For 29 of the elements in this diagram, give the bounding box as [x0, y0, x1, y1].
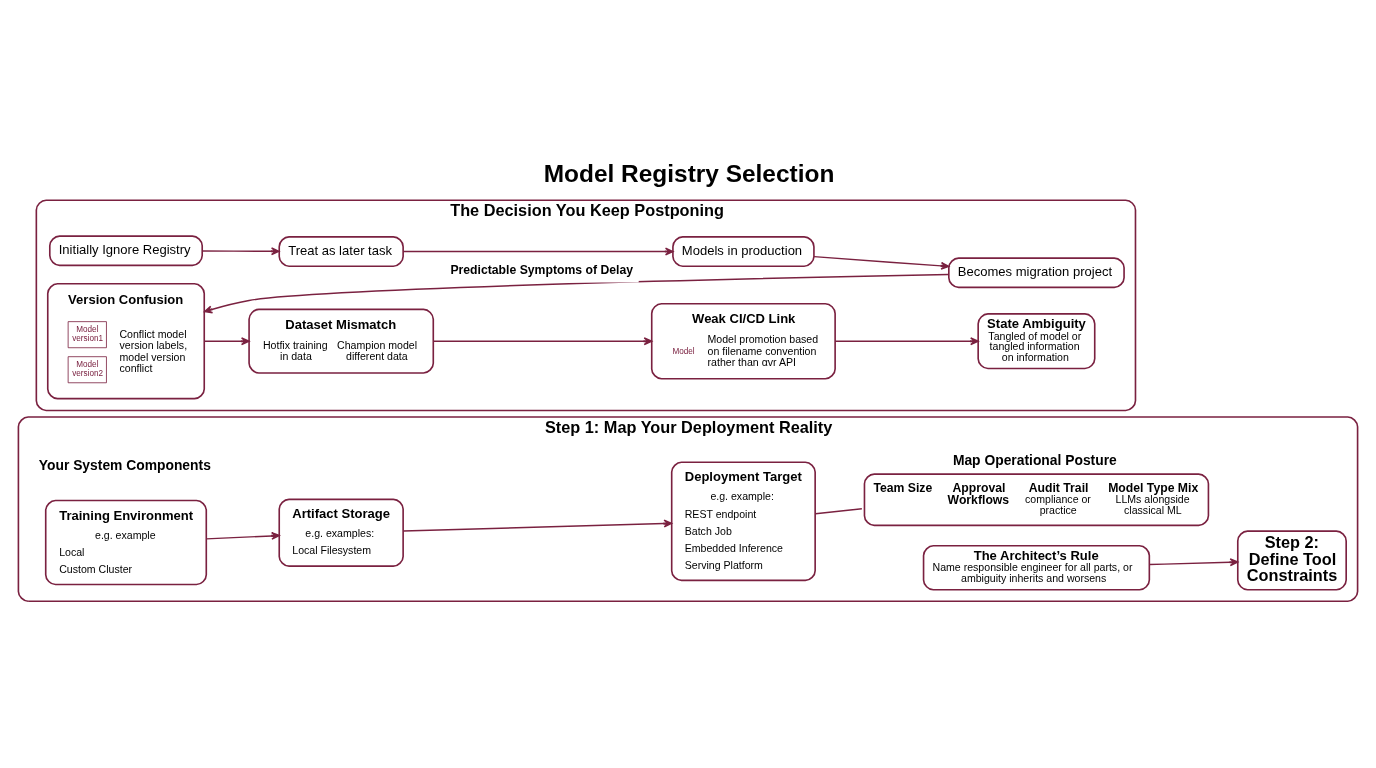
connector [814, 508, 863, 515]
edge-label: Predictable Symptoms of Delay [450, 262, 634, 277]
arrow [205, 531, 280, 540]
arrow [203, 337, 250, 346]
arrow [834, 337, 979, 346]
node-box: State Ambiguity Tangled of model or tangled information on information [977, 313, 1096, 370]
arrow [201, 247, 280, 256]
node-box: Artifact Storage e.g. examples: Local Filesystem [278, 498, 404, 567]
node-box: Treat as later task [278, 236, 404, 268]
node-box: Weak CI/CD Link Model Model promotion based on filename convention rather than αvr API [650, 302, 836, 380]
node-box: Dataset Mismatch Hotfix training in data Champion model different data [248, 308, 435, 374]
arrow [203, 273, 950, 314]
node-box: Models in production [672, 236, 815, 268]
node-label: Map Operational Posture [952, 451, 1117, 468]
node-box: Initially Ignore Registry [48, 235, 204, 267]
arrow [813, 255, 950, 270]
node-box: Team Size Approval Workflows Audit Trail compliance or practice Model Type Mix LLMs alongside classical ML [863, 473, 1210, 527]
node-box: Version Confusion Model version1 Model version2 Conflict model version labels, model version conflict [46, 282, 206, 400]
node-box: Deployment Target e.g. example: REST endpoint Batch Job Embedded Inference Serving Platform [670, 461, 816, 582]
arrow [432, 337, 653, 346]
node-box: Becomes migration project [948, 257, 1125, 289]
arrow [402, 247, 674, 256]
diagram-title: Model Registry Selection [543, 160, 835, 188]
node-box: The Architect’s Rule Name responsible engineer for all parts, or ambiguity inherits and worsens [922, 544, 1151, 591]
label: Your System Components [38, 457, 211, 474]
arrow [402, 519, 673, 532]
node-box: Step 2: Define Tool Constraints [1236, 530, 1347, 591]
node-box: Training Environment e.g. example Local Custom Cluster [44, 499, 208, 586]
arrow [1148, 558, 1239, 567]
